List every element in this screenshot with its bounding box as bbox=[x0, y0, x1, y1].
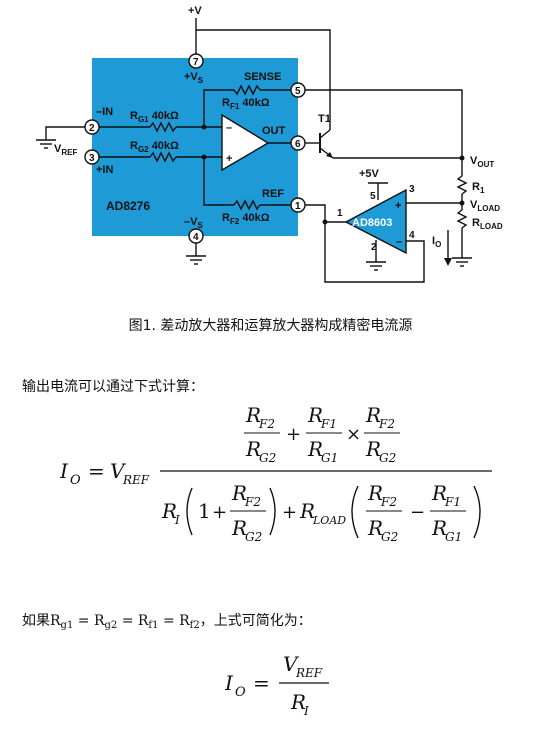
vs-pos-label: +VS bbox=[184, 71, 204, 85]
in-pos-label: +IN bbox=[96, 164, 113, 176]
diff-amp-triangle bbox=[221, 113, 270, 172]
svg-text:R: R bbox=[231, 516, 247, 540]
ad8603-opamp bbox=[344, 188, 407, 255]
pin-1-label: 1 bbox=[295, 201, 301, 212]
vref-label: VREF bbox=[54, 143, 77, 157]
svg-text:R: R bbox=[161, 499, 177, 523]
svg-text:F2: F2 bbox=[258, 417, 275, 431]
opamp-name: AD8603 bbox=[352, 217, 392, 229]
eq-v: V bbox=[110, 459, 127, 483]
opamp-plus: + bbox=[395, 200, 401, 212]
svg-text:×: × bbox=[346, 424, 361, 445]
pin-5-label: 5 bbox=[295, 86, 301, 97]
svg-text:G1: G1 bbox=[445, 530, 462, 544]
io-arrow-icon bbox=[444, 258, 452, 266]
eq-o-sub: O bbox=[70, 473, 81, 488]
svg-text:R: R bbox=[307, 403, 323, 427]
svg-text:G2: G2 bbox=[245, 530, 262, 544]
svg-text:V: V bbox=[283, 652, 300, 676]
pin-3-label: 3 bbox=[89, 153, 95, 164]
circuit-diagram: +V 7 +VS SENSE 5 RF1 40kΩ –IN 2 RG1 40kΩ… bbox=[36, 5, 503, 283]
supply-top-label: +V bbox=[188, 5, 202, 17]
rload-label: RLOAD bbox=[472, 217, 503, 231]
svg-text:R: R bbox=[365, 437, 381, 461]
svg-text:I: I bbox=[225, 671, 234, 695]
body-text-1: 输出电流可以通过下式计算： bbox=[22, 379, 204, 395]
svg-text:F2: F2 bbox=[380, 495, 397, 509]
t1-label: T1 bbox=[318, 113, 331, 125]
svg-text:R: R bbox=[367, 481, 383, 505]
opamp-pin-2: 2 bbox=[371, 242, 377, 253]
figure-caption: 图1. 差动放大器和运算放大器构成精密电流源 bbox=[128, 318, 413, 334]
ref-label: REF bbox=[262, 188, 284, 200]
io-label: IO bbox=[432, 235, 441, 249]
svg-text:=: = bbox=[253, 671, 270, 695]
pin-2-label: 2 bbox=[89, 123, 95, 134]
opamp-minus: – bbox=[396, 236, 402, 248]
svg-text:R: R bbox=[290, 690, 306, 714]
svg-text:+: + bbox=[212, 502, 227, 523]
eq-denominator: R I 1 + R F2 R G2 + R LOAD R F2 R G2 − R… bbox=[161, 481, 481, 544]
svg-text:R: R bbox=[367, 516, 383, 540]
svg-text:F2: F2 bbox=[244, 495, 261, 509]
svg-text:O: O bbox=[235, 685, 246, 700]
svg-text:I: I bbox=[174, 513, 180, 527]
out-label: OUT bbox=[262, 125, 286, 137]
opamp-pin-1: 1 bbox=[337, 208, 343, 219]
vout-label: VOUT bbox=[470, 155, 494, 169]
opamp-pin-3: 3 bbox=[409, 184, 415, 195]
vs-neg-label: –VS bbox=[184, 216, 203, 230]
svg-text:+: + bbox=[286, 424, 301, 445]
svg-text:LOAD: LOAD bbox=[312, 514, 346, 527]
pin-4-label: 4 bbox=[193, 232, 199, 243]
svg-text:R: R bbox=[431, 481, 447, 505]
equation-output-current: I O = V REF R F2 R G2 + R F1 R G1 × R F2… bbox=[60, 403, 492, 544]
in-neg-label: –IN bbox=[96, 106, 113, 118]
svg-text:G2: G2 bbox=[259, 451, 276, 465]
svg-text:R: R bbox=[431, 516, 447, 540]
eq-equals: = bbox=[88, 459, 105, 483]
svg-text:+: + bbox=[282, 502, 297, 523]
pin-6-label: 6 bbox=[295, 139, 301, 150]
pin-7-label: 7 bbox=[193, 57, 199, 68]
rg1-label: RG1 40kΩ bbox=[130, 110, 179, 124]
svg-text:F1: F1 bbox=[444, 495, 461, 509]
svg-text:G2: G2 bbox=[381, 530, 398, 544]
rg2-label: RG2 40kΩ bbox=[130, 140, 179, 154]
vload-label: VLOAD bbox=[470, 199, 500, 213]
svg-text:G2: G2 bbox=[379, 451, 396, 465]
svg-text:I: I bbox=[303, 704, 309, 718]
svg-text:R: R bbox=[245, 403, 261, 427]
rf1-label: RF1 40kΩ bbox=[222, 97, 270, 111]
svg-text:R: R bbox=[365, 403, 381, 427]
eq-numerator: R F2 R G2 + R F1 R G1 × R F2 R G2 bbox=[244, 403, 400, 465]
svg-text:REF: REF bbox=[295, 666, 323, 680]
svg-text:F2: F2 bbox=[378, 417, 395, 431]
r1-label: R1 bbox=[472, 181, 485, 195]
body-text-2: 如果Rg1 = Rg2 = Rf1 = Rf2，上式可简化为： bbox=[22, 613, 312, 631]
svg-text:G1: G1 bbox=[321, 451, 338, 465]
rf2-label: RF2 40kΩ bbox=[222, 212, 270, 226]
svg-text:F1: F1 bbox=[320, 417, 337, 431]
eq-i: I bbox=[60, 459, 69, 483]
svg-text:R: R bbox=[299, 499, 315, 523]
svg-text:R: R bbox=[307, 437, 323, 461]
eq-ref-sub: REF bbox=[122, 473, 150, 487]
svg-text:R: R bbox=[231, 481, 247, 505]
svg-text:−: − bbox=[410, 502, 425, 523]
amp-minus: – bbox=[226, 122, 232, 134]
svg-text:1: 1 bbox=[198, 499, 211, 523]
chip-name: AD8276 bbox=[106, 199, 150, 213]
equation-simplified: I O = V REF R I bbox=[225, 652, 329, 718]
opamp-pin-5: 5 bbox=[370, 191, 376, 202]
svg-text:R: R bbox=[245, 437, 261, 461]
amp-plus: + bbox=[226, 153, 232, 165]
ad8276-chip bbox=[92, 58, 298, 236]
opamp-pin-4: 4 bbox=[409, 230, 415, 241]
plus5v-label: +5V bbox=[359, 168, 380, 180]
sense-label: SENSE bbox=[244, 71, 281, 83]
pin-7 bbox=[188, 53, 204, 69]
